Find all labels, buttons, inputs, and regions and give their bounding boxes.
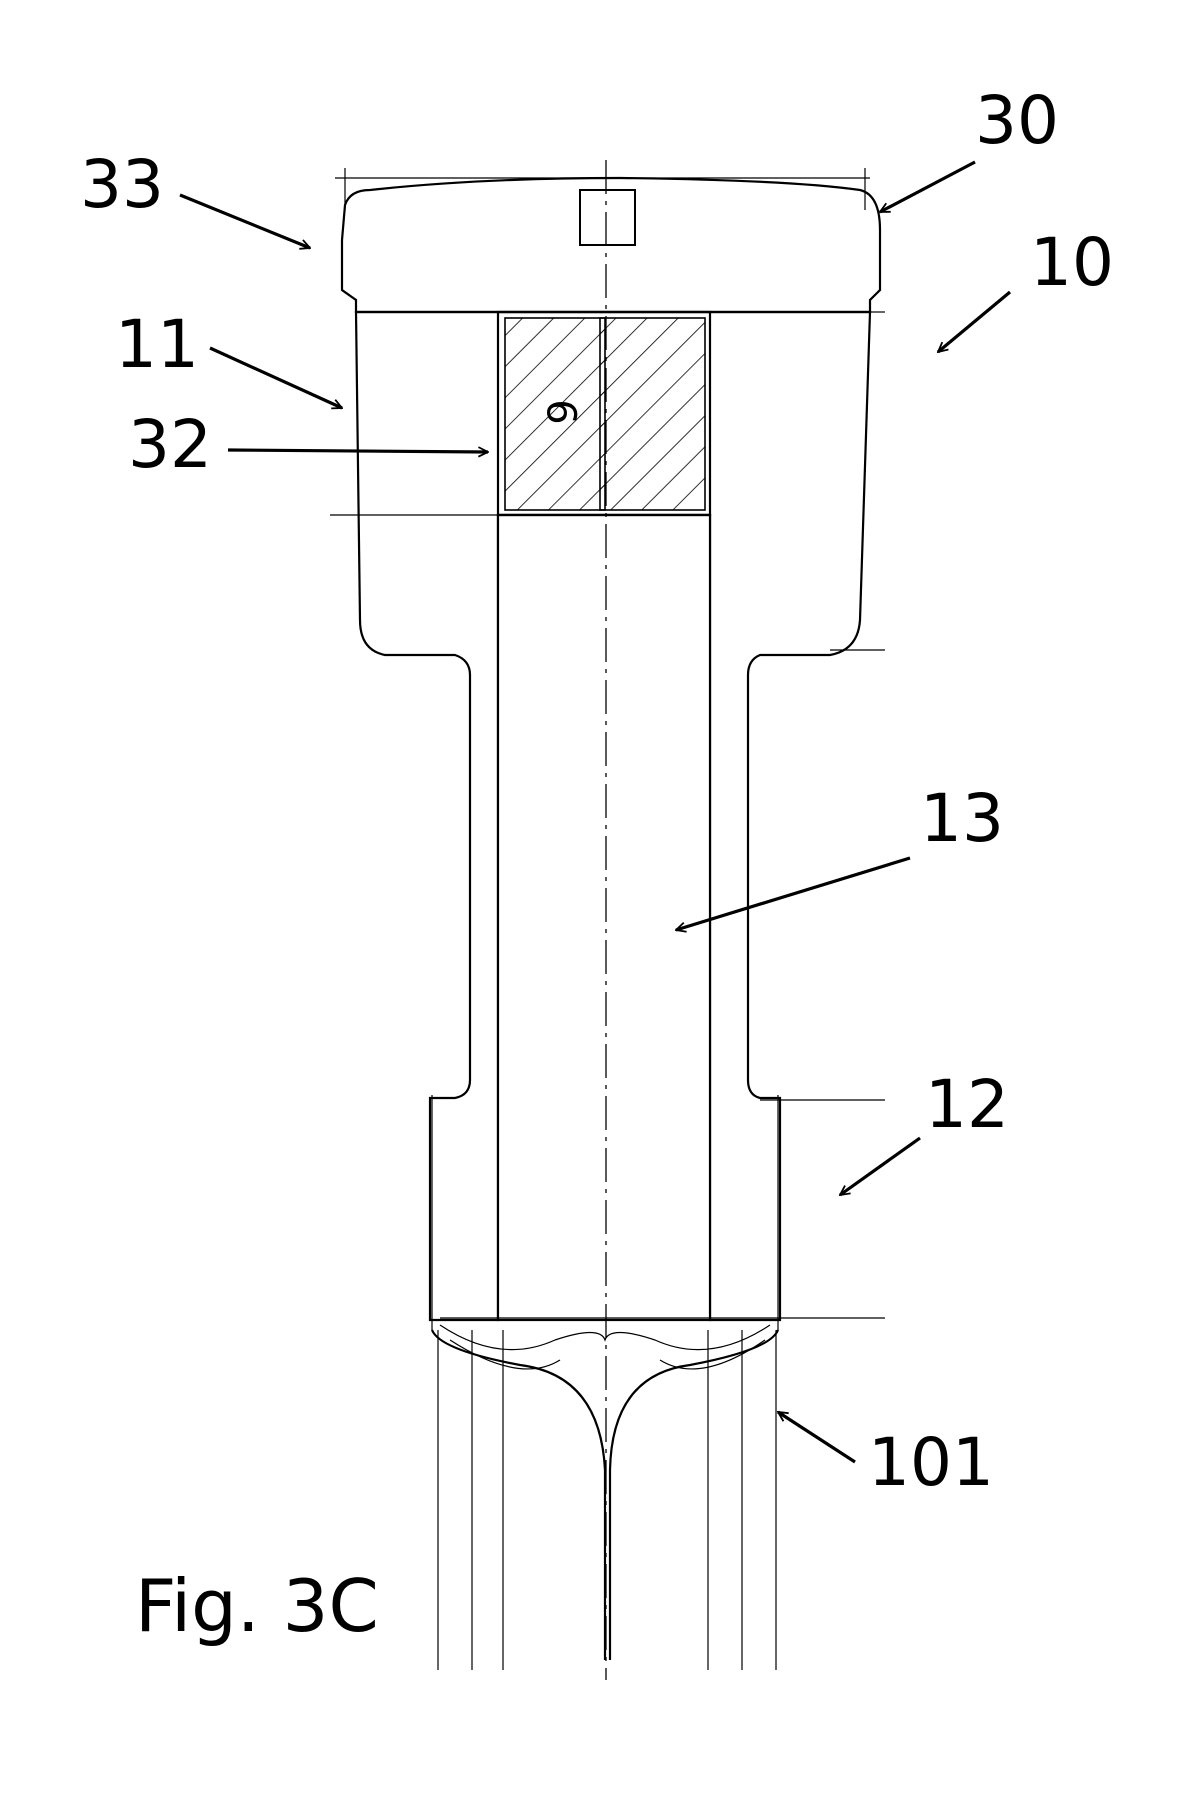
leader-101	[778, 1410, 856, 1464]
ref-11: 11	[115, 306, 199, 383]
top-slot	[579, 189, 636, 246]
bore	[496, 513, 712, 1322]
ref-32: 32	[128, 406, 212, 483]
ref-10: 10	[1030, 224, 1114, 301]
cap-head	[340, 176, 882, 314]
plug-pocket-left	[504, 317, 606, 511]
ref-12: 12	[925, 1066, 1009, 1143]
membrane-inner	[439, 1324, 771, 1351]
ref-30: 30	[975, 82, 1059, 159]
leader-32	[227, 450, 488, 452]
ref-101: 101	[868, 1424, 994, 1501]
plug	[496, 310, 712, 517]
membrane	[430, 1329, 780, 1660]
dimension-text: 6	[537, 399, 584, 425]
ref-13: 13	[920, 780, 1004, 857]
leader-10	[938, 290, 1012, 352]
leader-33	[179, 193, 310, 248]
plug-pocket-right	[599, 317, 706, 511]
figure-caption: Fig. 3C	[135, 1564, 379, 1648]
leader-30	[880, 160, 976, 214]
ref-33: 33	[80, 146, 164, 223]
leader-11	[209, 346, 342, 410]
membrane-lower	[449, 1339, 766, 1370]
leader-12	[840, 1136, 921, 1197]
leader-13	[676, 856, 911, 930]
